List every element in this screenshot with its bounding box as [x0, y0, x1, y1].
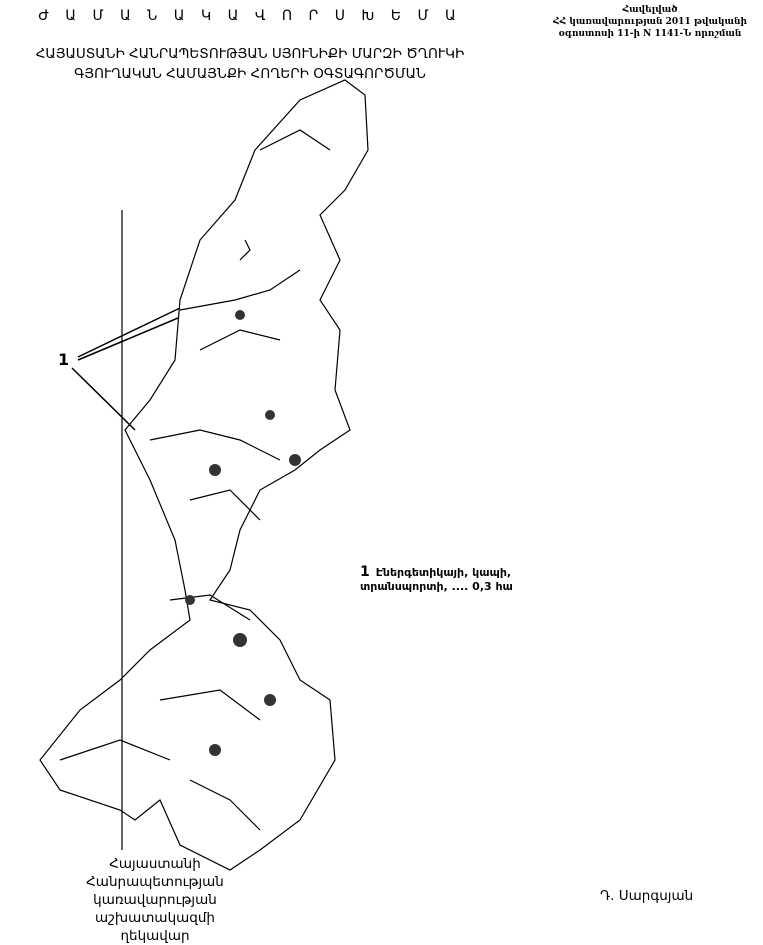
map-zone-label: 1	[58, 350, 70, 369]
signatory-name: Դ. Սարգսյան	[600, 888, 694, 904]
map-outline	[39, 79, 369, 871]
annex-line-1: Հավելված	[622, 5, 678, 15]
annex-line-2: ՀՀ կառավարության 2011 թվականի	[553, 17, 747, 27]
legend-line-2: տրանսպորտի, .... 0,3 հա	[360, 580, 513, 593]
signatory-title-line-3: ղեկավար	[120, 928, 190, 944]
legend-line-1: Էներգետիկայի, կապի,	[375, 566, 512, 579]
signatory-title-line-1: Հայաստանի Հանրապետության	[86, 856, 224, 890]
community-land-map	[39, 79, 369, 871]
leader-lines	[71, 307, 181, 431]
document-title: Ժ Ա Մ Ա Ն Ա Կ Ա Վ Ո Ր Ս Խ Ե Մ Ա	[38, 8, 462, 24]
signatory-title-line-2: կառավարության աշխատակազմի	[93, 892, 217, 926]
document-subtitle: ՀԱՅԱՍՏԱՆԻ ՀԱՆՐԱՊԵՏՈՒԹՅԱՆ ՍՅՈՒՆԻՔԻ ՄԱՐԶԻ …	[0, 44, 500, 84]
signatory-title: Հայաստանի Հանրապետության կառավարության ա…	[40, 855, 270, 945]
subtitle-line-1: ՀԱՅԱՍՏԱՆԻ ՀԱՆՐԱՊԵՏՈՒԹՅԱՆ ՍՅՈՒՆԻՔԻ ՄԱՐԶԻ …	[35, 46, 465, 62]
annex-line-3: օգոստոսի 11-ի N 1141-Ն որոշման	[558, 29, 742, 39]
subtitle-line-2: ԳՅՈՒՂԱԿԱՆ ՀԱՄԱՅՆՔԻ ՀՈՂԵՐԻ ՕԳՏԱԳՈՐԾՄԱՆ	[74, 66, 426, 82]
legend: 1 Էներգետիկայի, կապի, տրանսպորտի, .... 0,…	[360, 565, 513, 594]
legend-number: 1	[360, 564, 370, 580]
annex-note: Հավելված ՀՀ կառավարության 2011 թվականի օ…	[540, 4, 760, 40]
